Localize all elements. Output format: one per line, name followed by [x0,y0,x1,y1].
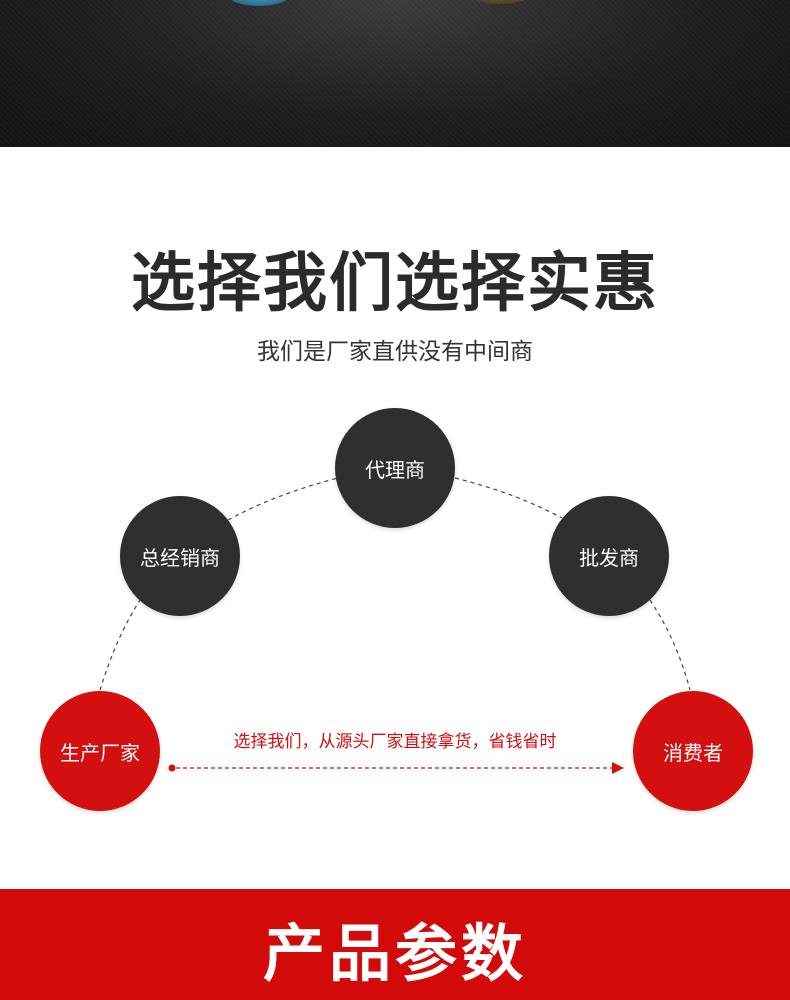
direct-flow-caption: 选择我们，从源头厂家直接拿货，省钱省时 [233,732,557,752]
dashed-arc-right-upper [454,477,563,519]
node-distributor-label: 总经销商 [140,545,220,570]
node-manufacturer: 生产厂家 [40,691,160,811]
node-distributor: 总经销商 [120,496,240,616]
node-consumer-label: 消费者 [663,740,723,765]
banner-blue-decoration [228,0,290,6]
bottom-banner [0,889,790,1000]
dashed-arc-left-lower [99,599,141,691]
node-wholesaler: 批发商 [549,496,669,616]
dashed-arc-left-upper [227,477,339,521]
banner-texture [0,0,790,147]
top-banner-image [0,0,790,147]
node-agent: 代理商 [335,408,455,528]
node-agent-label: 代理商 [365,457,425,482]
direct-flow-arrow-head [612,762,624,774]
section-title-product-params: 产品参数 [262,917,527,990]
node-wholesaler-label: 批发商 [579,545,639,570]
dashed-arc-right-lower [649,599,691,691]
node-consumer: 消费者 [633,691,753,811]
node-manufacturer-label: 生产厂家 [60,740,140,765]
flow-start-dot [168,764,176,772]
banner-gold-decoration [470,0,530,4]
page-title: 选择我们选择实惠 [131,247,659,321]
page-subtitle: 我们是厂家直供没有中间商 [257,339,533,365]
